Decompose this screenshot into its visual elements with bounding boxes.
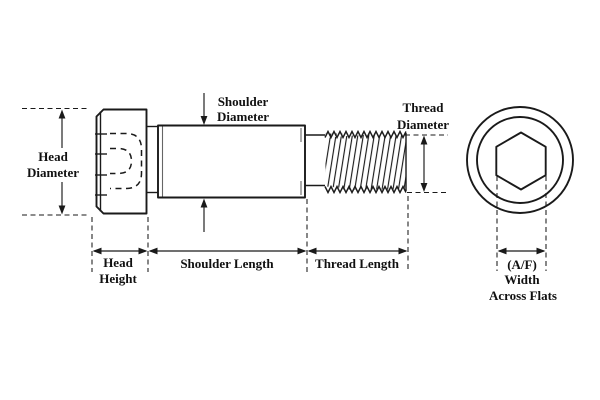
arrowhead-left-icon — [497, 247, 507, 255]
arrowhead-left-icon — [307, 247, 317, 255]
head-outer-circle — [466, 106, 574, 214]
side-view — [95, 108, 407, 215]
head-outline — [95, 108, 148, 215]
dim-thread-length: Thread Length — [307, 247, 408, 271]
head-knurl-ticks — [95, 133, 107, 196]
dim-head-height: Head Height — [92, 247, 148, 286]
screw-thread — [324, 129, 407, 195]
shoulder-outline — [157, 124, 306, 199]
head-height-label-line2: Height — [99, 271, 137, 286]
af-label-line2: Width — [504, 272, 540, 287]
head-diameter-label-line1: Head — [38, 149, 68, 164]
arrowhead-right-icon — [398, 247, 408, 255]
thread-hatching — [325, 133, 406, 190]
screw-head — [95, 108, 148, 215]
arrowhead-right-icon — [536, 247, 546, 255]
screw-undercut — [305, 134, 325, 187]
arrowhead-up-icon — [420, 135, 428, 145]
arrowhead-down-icon — [200, 116, 208, 125]
thread-diameter-label-line1: Thread — [403, 100, 445, 115]
arrowhead-left-icon — [148, 247, 158, 255]
dim-shoulder-length: Shoulder Length — [148, 247, 307, 271]
hidden-socket-lines — [110, 132, 143, 190]
shoulder-diameter-label-line1: Shoulder — [218, 94, 269, 109]
arrowhead-down-icon — [58, 205, 66, 215]
thread-bottom-crest — [324, 184, 407, 195]
screw-shoulder — [157, 124, 306, 199]
head-diameter-label-line2: Diameter — [27, 165, 79, 180]
dim-width-across-flats: (A/F) Width Across Flats — [489, 176, 557, 303]
thread-top-crest — [324, 129, 407, 140]
socket-chamfer-circle — [476, 116, 564, 204]
arrowhead-right-icon — [138, 247, 148, 255]
end-view — [466, 106, 574, 214]
dimensions: Head Diameter Shoulder Diameter Thread D… — [22, 93, 557, 303]
af-label-line1: (A/F) — [507, 257, 537, 272]
dim-head-diameter: Head Diameter — [22, 107, 90, 216]
hex-socket — [495, 131, 547, 191]
arrowhead-down-icon — [420, 183, 428, 192]
arrowhead-up-icon — [58, 109, 66, 119]
arrowhead-up-icon — [200, 198, 208, 208]
af-label-line3: Across Flats — [489, 288, 557, 303]
head-height-label-line1: Head — [103, 255, 133, 270]
thread-length-label: Thread Length — [315, 256, 400, 271]
dim-shoulder-diameter: Shoulder Diameter — [200, 93, 269, 232]
arrowhead-right-icon — [297, 247, 307, 255]
shoulder-diameter-label-line2: Diameter — [217, 109, 269, 124]
dim-thread-diameter: Thread Diameter — [397, 100, 449, 194]
arrowhead-left-icon — [92, 247, 102, 255]
extension-lines — [91, 196, 409, 272]
shoulder-length-label: Shoulder Length — [180, 256, 274, 271]
screw-neck — [146, 125, 158, 194]
thread-diameter-label-line2: Diameter — [397, 117, 449, 132]
